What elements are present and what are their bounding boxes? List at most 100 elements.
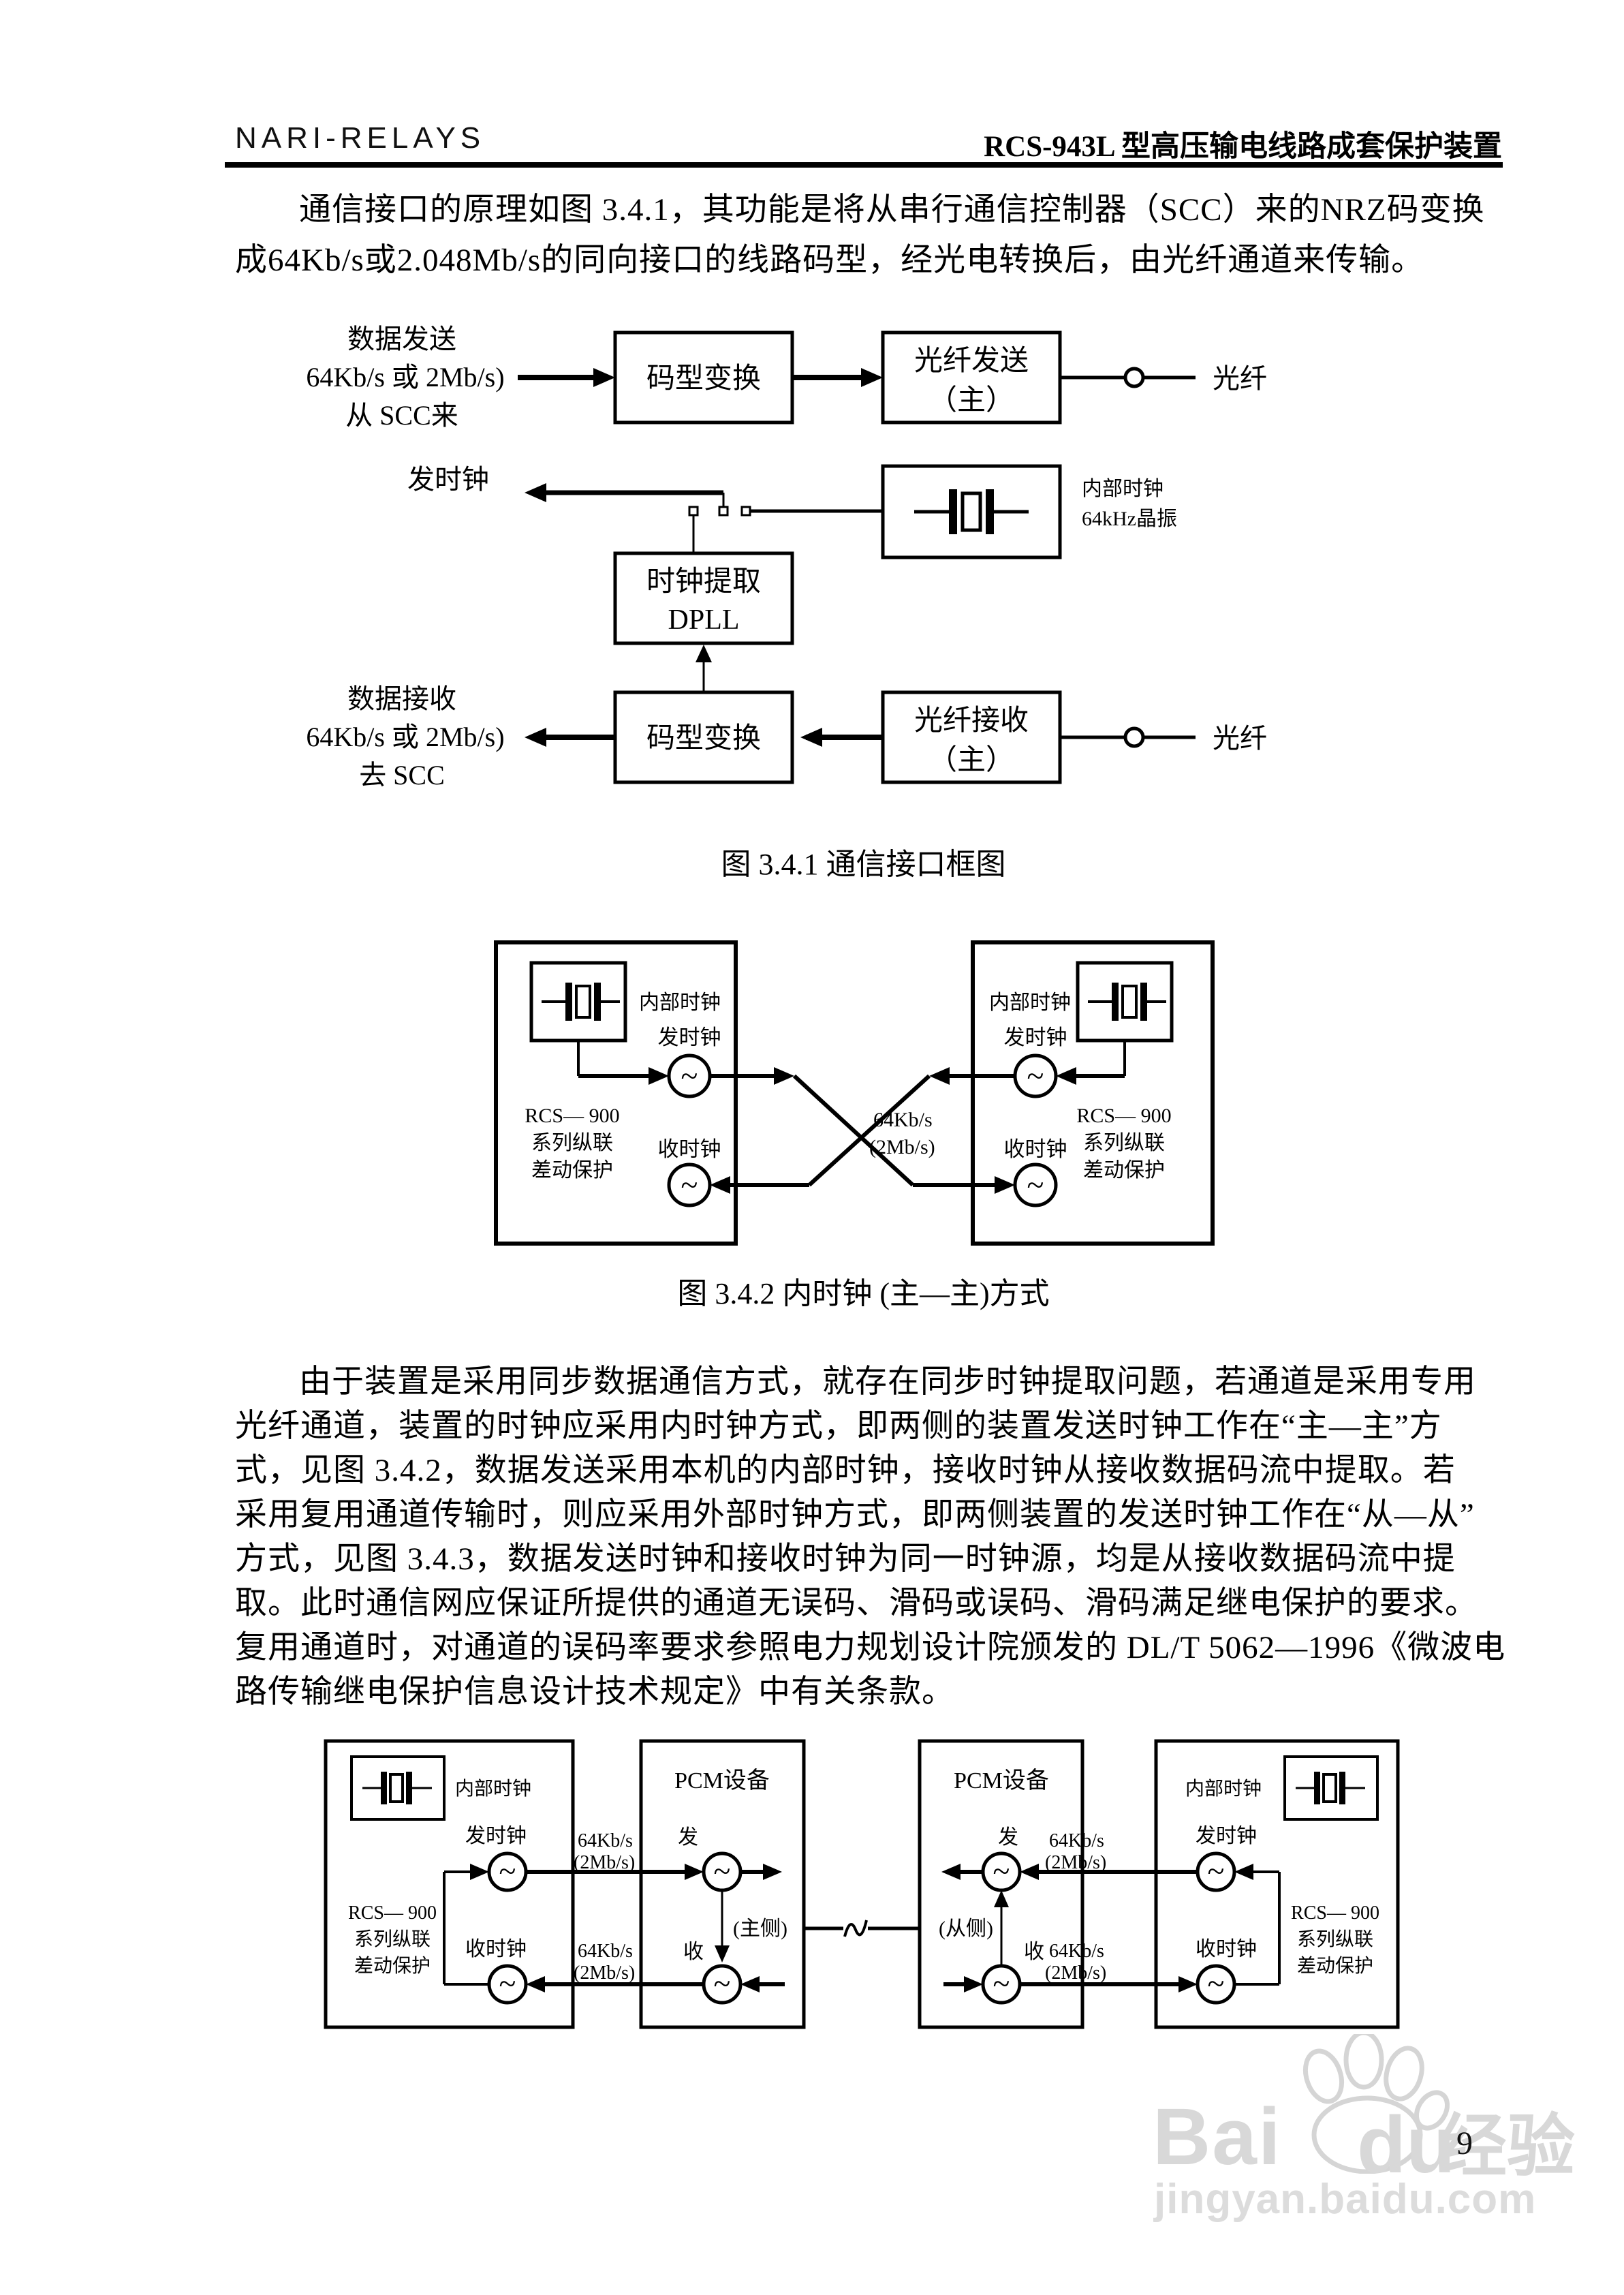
rate-label: (2Mb/s) — [1045, 1962, 1106, 1984]
internal-clock-label: 内部时钟 — [639, 991, 721, 1014]
paragraph-line: 取。此时通信网应保证所提供的通道无误码、滑码或误码、滑码满足继电保护的要求。 — [235, 1586, 1478, 1621]
arrowhead-left — [929, 1067, 950, 1085]
device-name: RCS— 900 — [348, 1903, 437, 1924]
tilde-glyph: ~ — [681, 1167, 698, 1202]
paragraph-line: 由于装置是采用同步数据通信方式，就存在同步时钟提取问题，若通道是采用专用 — [299, 1364, 1476, 1400]
rate-label: (2Mb/s) — [574, 1962, 635, 1984]
arrowhead-right — [593, 368, 615, 387]
rx-to-scc-label: 去 SCC — [359, 760, 445, 790]
arrowhead-left — [1056, 1067, 1076, 1085]
tilde-glyph: ~ — [993, 1966, 1010, 2001]
figure-3-4-3-slave-slave-diagram: 内部时钟 内部时钟 PCM设备 PCM设备 发时钟 收时钟 发时钟 收时钟 发 … — [324, 1739, 1400, 2029]
arrowhead-right — [774, 1067, 794, 1085]
device-name: 差动保护 — [1083, 1159, 1165, 1182]
tx-clock-label: 发时钟 — [1196, 1825, 1257, 1847]
tilde-glyph: ~ — [1027, 1167, 1044, 1202]
rate-label: (2Mb/s) — [574, 1852, 635, 1873]
pcm-tx-label: 发 — [678, 1826, 698, 1849]
tilde-glyph: ~ — [1208, 1853, 1225, 1888]
master-side-label: (主侧) — [733, 1917, 787, 1940]
tx-clock-label: 发时钟 — [407, 464, 489, 495]
rate-label: 64Kb/s — [873, 1109, 933, 1131]
fiber-send-main-label: （主） — [928, 385, 1014, 416]
dpll-label: DPLL — [668, 604, 740, 636]
paragraph-line: 通信接口的原理如图 3.4.1，其功能是将从串行通信控制器（SCC）来的NRZ码… — [299, 192, 1485, 228]
rate-label: (2Mb/s) — [869, 1136, 935, 1158]
arrowhead-right — [861, 368, 883, 387]
rate-label: 64Kb/s — [578, 1830, 633, 1851]
arrowhead-left — [800, 728, 822, 747]
device-name: 系列纵联 — [354, 1928, 431, 1950]
switch-terminal — [740, 506, 751, 517]
paragraph-line: 复用通道时，对通道的误码率要求参照电力规划设计院颁发的 DL/T 5062—19… — [235, 1630, 1506, 1665]
tx-clock-label: 发时钟 — [1004, 1026, 1067, 1049]
arrowhead-left — [941, 1864, 961, 1880]
arrowhead-right — [763, 1864, 782, 1880]
figure-3-4-1-comm-interface-diagram: 数据发送 64Kb/s 或 2Mb/s) 从 SCC来 码型变换 光纤发送 （主… — [306, 324, 1267, 790]
watermark-jingyan: 经验 — [1439, 2108, 1575, 2185]
fiber-label: 光纤 — [1213, 363, 1267, 394]
paragraph-line: 光纤通道，装置的时钟应采用内时钟方式，即两侧的装置发送时钟工作在“主—主”方 — [235, 1408, 1442, 1444]
device-name: 差动保护 — [531, 1159, 613, 1182]
watermark-bai: Bai — [1153, 2092, 1282, 2182]
arrowhead-down — [715, 1945, 730, 1962]
tx-data-label: 数据发送 — [347, 324, 456, 354]
crystal-oscillator-icon — [914, 489, 1029, 534]
tx-clock-label: 发时钟 — [465, 1825, 527, 1847]
code-convert-label: 码型变换 — [646, 722, 761, 754]
paragraph-line: 采用复用通道传输时，则应采用外部时钟方式，即两侧装置的发送时钟工作在“从—从” — [235, 1497, 1475, 1532]
arrowhead-right — [964, 1976, 983, 1992]
rx-clock-label: 收时钟 — [658, 1137, 721, 1161]
arrowhead-left — [1020, 1864, 1039, 1880]
internal-clock-label: 内部时钟 — [455, 1778, 531, 1800]
switch-terminal — [688, 506, 699, 517]
switch-terminal — [718, 506, 729, 517]
tilde-glyph: ~ — [993, 1853, 1010, 1888]
figure-3-4-2-caption: 图 3.4.2 内时钟 (主—主)方式 — [677, 1277, 1050, 1310]
figure-3-4-2-master-master-diagram: 内部时钟 内部时钟 发时钟 发时钟 收时钟 收时钟 ~ ~ ~ ~ — [494, 940, 1215, 1246]
channel-cross-line — [792, 1074, 915, 1187]
paragraph-line: 路传输继电保护信息设计技术规定》中有关条款。 — [235, 1674, 954, 1710]
arrowhead-left — [1234, 1864, 1253, 1880]
crystal-oscillator-icon — [1296, 1772, 1365, 1804]
device-name: 差动保护 — [1297, 1955, 1373, 1977]
device-name: 系列纵联 — [1297, 1928, 1373, 1950]
arrowhead-up — [696, 645, 712, 662]
arrowhead-right — [470, 1864, 489, 1880]
dpll-box — [613, 551, 794, 645]
fiber-connector-icon — [1123, 726, 1145, 748]
watermark-url: jingyan.baidu.com — [1154, 2176, 1537, 2223]
arrowhead-left — [740, 1976, 760, 1992]
rx-clock-label: 收时钟 — [1004, 1137, 1067, 1161]
clock-extract-label: 时钟提取 — [646, 566, 761, 598]
arrowhead-right — [685, 1864, 704, 1880]
rate-label: 64Kb/s — [578, 1941, 633, 1962]
rx-clock-label: 收时钟 — [1196, 1938, 1257, 1960]
arrowhead-right — [1178, 1976, 1198, 1992]
tilde-glyph: ~ — [681, 1058, 698, 1093]
tx-from-scc-label: 从 SCC来 — [345, 400, 458, 431]
header-doc-title: RCS-943L 型高压输电线路成套保护装置 — [984, 131, 1502, 163]
internal-clock-label: 内部时钟 — [1185, 1778, 1262, 1800]
header-rule — [225, 162, 1503, 168]
tilde-glyph: ~ — [1208, 1966, 1225, 2001]
channel-cross-line — [807, 1074, 931, 1187]
crystal-oscillator-icon — [542, 983, 620, 1021]
pcm-device-title: PCM设备 — [674, 1768, 770, 1793]
paragraph-2: 由于装置是采用同步数据通信方式，就存在同步时钟提取问题，若通道是采用专用 光纤通… — [235, 1355, 1506, 1710]
tx-rate-label: 64Kb/s 或 2Mb/s) — [306, 362, 504, 392]
rate-label: 64Kb/s — [1049, 1941, 1104, 1962]
tilde-glyph: ~ — [499, 1966, 516, 2001]
pcm-rx-label: 收 — [683, 1941, 704, 1963]
device-name: RCS— 900 — [1076, 1105, 1171, 1127]
fiber-receive-label: 光纤接收 — [914, 705, 1029, 737]
fiber-connector-icon — [1123, 367, 1145, 388]
tilde-glyph: ~ — [499, 1853, 516, 1888]
device-name: 系列纵联 — [531, 1132, 613, 1154]
paragraph-line: 成64Kb/s或2.048Mb/s的同向接口的线路码型，经光电转换后，由光纤通道… — [235, 243, 1424, 278]
arrowhead-left — [526, 1976, 545, 1992]
rx-rate-label: 64Kb/s 或 2Mb/s) — [306, 722, 504, 752]
paragraph-1: 通信接口的原理如图 3.4.1，其功能是将从串行通信控制器（SCC）来的NRZ码… — [235, 183, 1497, 283]
page-number: 9 — [1456, 2125, 1473, 2161]
rate-label: (2Mb/s) — [1045, 1852, 1106, 1873]
